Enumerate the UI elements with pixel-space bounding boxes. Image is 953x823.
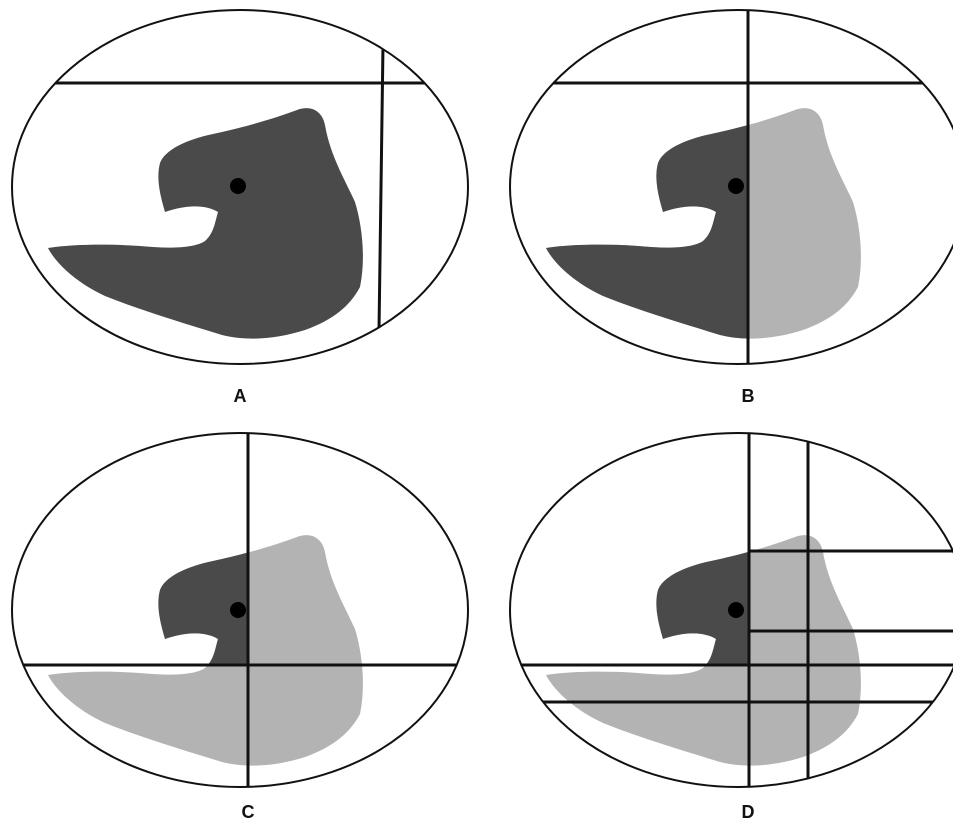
panel-d-label: D: [742, 802, 755, 822]
panel-c-label: C: [242, 802, 255, 822]
panel-d-dot: [728, 602, 744, 618]
panel-a-dot: [230, 178, 246, 194]
panel-c-dot: [230, 602, 246, 618]
panel-b-dot: [728, 178, 744, 194]
panel-a-label: A: [234, 386, 247, 406]
panel-a: A: [0, 10, 468, 406]
panel-c: C: [0, 423, 480, 822]
panel-d: D: [500, 423, 953, 822]
panel-b-label: B: [742, 386, 755, 406]
panel-b: B: [500, 0, 953, 406]
